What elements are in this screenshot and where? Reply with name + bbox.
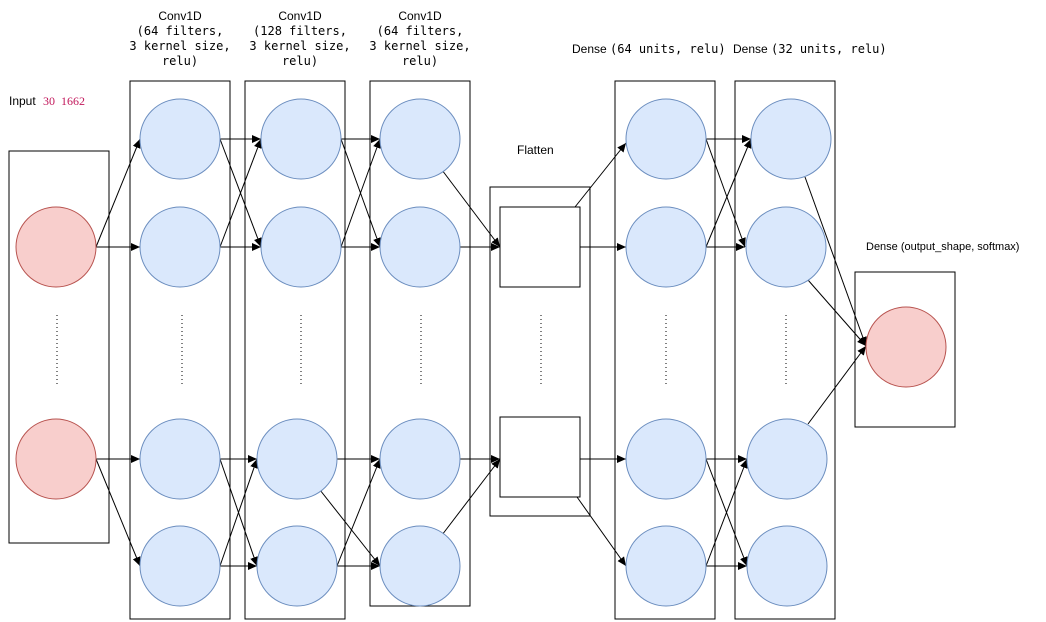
connection-arrows (95, 135, 867, 570)
conv2-line2: 3 kernel size, (249, 39, 351, 53)
dense32-node (745, 206, 827, 288)
dense64-node (625, 418, 707, 500)
conv3-node (379, 418, 461, 500)
conv3-title: Conv1D (398, 9, 442, 23)
conv1-node (139, 98, 221, 180)
input-label-prefix: Input (9, 94, 36, 108)
conv2-node (260, 206, 342, 288)
dense32-node (750, 98, 832, 180)
conv1-label: Conv1D (64 filters, 3 kernel size, relu) (110, 9, 250, 69)
dense32-node (746, 418, 828, 500)
dense64-node (625, 525, 707, 607)
conv1-line2: 3 kernel size, (129, 39, 231, 53)
dense32-label-prefix: Dense (733, 42, 768, 56)
input-label: Input 30 1662 (9, 94, 85, 109)
conv2-node (256, 525, 338, 607)
input-layer-box (8, 150, 110, 544)
dense64-label-prefix: Dense (572, 42, 607, 56)
input-node (15, 418, 97, 500)
output-layer-box (854, 271, 956, 428)
dense32-layer-box (734, 80, 836, 620)
dense64-layer-box (614, 80, 716, 620)
conv3-node (379, 525, 461, 607)
dense32-label: Dense (32 units, relu) (733, 42, 887, 57)
conv2-line1: (128 filters, (253, 24, 347, 38)
conv2-node (260, 98, 342, 180)
output-node (865, 306, 947, 388)
conv3-node (379, 206, 461, 288)
conv2-layer-box (244, 80, 346, 620)
input-shape-text: 30 1662 (43, 94, 86, 108)
conv1-node (139, 206, 221, 288)
conv2-line3: relu) (281, 54, 319, 68)
conv3-node (379, 98, 461, 180)
dense64-node (625, 98, 707, 180)
flatten-unit (499, 416, 581, 498)
conv2-node (256, 418, 338, 500)
conv3-line3: relu) (401, 54, 439, 68)
conv1-node (139, 525, 221, 607)
conv1-layer-box (129, 80, 231, 620)
conv1-line3: relu) (161, 54, 199, 68)
conv1-title: Conv1D (158, 9, 202, 23)
dense32-label-detail: (32 units, relu) (771, 42, 887, 56)
conv3-line2: 3 kernel size, (369, 39, 471, 53)
conv2-title: Conv1D (278, 9, 322, 23)
ellipsis-dots (56, 315, 787, 387)
conv1-node (139, 418, 221, 500)
output-label: Dense (output_shape, softmax) (866, 241, 1020, 253)
dense32-node (746, 525, 828, 607)
dense64-node (625, 206, 707, 288)
conv3-label: Conv1D (64 filters, 3 kernel size, relu) (350, 9, 490, 69)
conv1-line1: (64 filters, (136, 24, 224, 38)
conv2-label: Conv1D (128 filters, 3 kernel size, relu… (230, 9, 370, 69)
dense64-label-detail: (64 units, relu) (610, 42, 726, 56)
flatten-unit (499, 206, 581, 288)
input-node (15, 206, 97, 288)
conv3-line1: (64 filters, (376, 24, 464, 38)
flatten-layer-box (489, 186, 591, 517)
dense64-label: Dense (64 units, relu) (572, 42, 726, 57)
flatten-label: Flatten (517, 143, 554, 157)
